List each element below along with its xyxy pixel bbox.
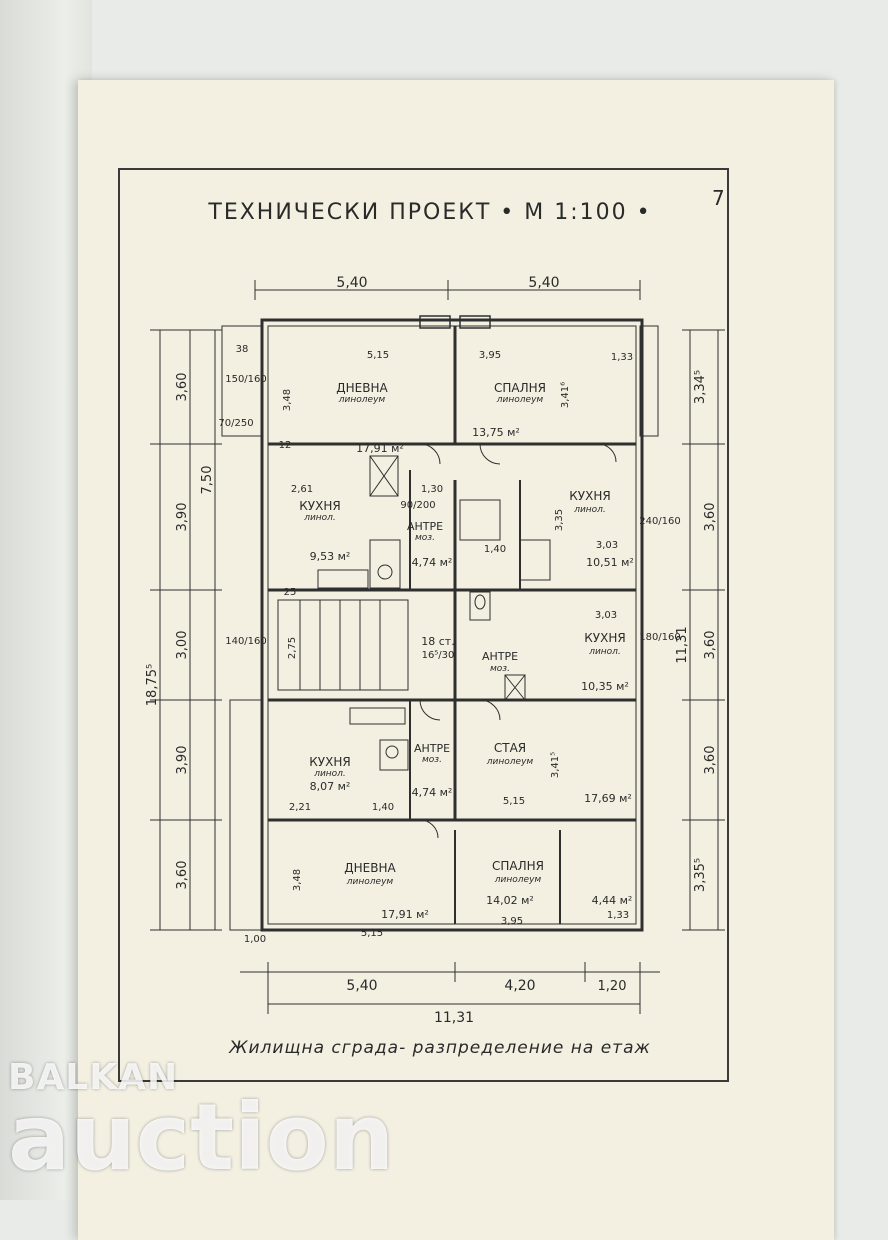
room-area: 9,53 м² — [310, 550, 351, 563]
room-area: 10,51 м² — [586, 556, 634, 569]
dim-right-c: 3,60 — [703, 631, 718, 660]
drawing-frame — [118, 168, 729, 1082]
room-floor: линол. — [573, 505, 606, 515]
room-area: 4,74 м² — [412, 786, 453, 799]
room-floor: моз. — [422, 755, 442, 765]
inner-dim: 1,33 — [607, 910, 629, 921]
room-area: 17,91 м² — [381, 908, 429, 921]
inner-dim: 25 — [284, 587, 297, 598]
room-area: 14,02 м² — [486, 894, 534, 907]
room-floor: моз. — [490, 664, 510, 674]
page-number: 7 — [712, 186, 725, 210]
dim-right-a: 3,34⁵ — [693, 370, 708, 404]
room-floor: линолеум — [486, 757, 534, 767]
watermark-logo: BALKAN auction — [8, 1058, 394, 1184]
dim-left-a: 3,60 — [175, 373, 190, 402]
inner-dim: 240/160 — [639, 516, 681, 527]
inner-dim: 3,03 — [596, 540, 618, 551]
inner-dim: 3,95 — [479, 350, 501, 361]
room-floor: линол. — [313, 769, 346, 779]
dim-top-right: 5,40 — [528, 275, 559, 291]
inner-dim: 90/200 — [400, 500, 435, 511]
dim-right-total: 11,31 — [675, 626, 690, 663]
room-name: КУХНЯ — [569, 489, 610, 503]
dim-bottom-3: 1,20 — [598, 979, 627, 994]
inner-dim: 5,15 — [367, 350, 389, 361]
inner-dim: 2,75 — [287, 637, 298, 659]
room-name: КУХНЯ — [299, 499, 340, 513]
floor-plan: 5,40 5,40 5,40 4,20 1,20 11,31 18,75⁵ 3,… — [145, 275, 725, 1026]
room-name: ДНЕВНА — [336, 381, 388, 395]
page-title: Технически проект • М 1:100 • — [208, 200, 652, 225]
inner-dim: 1,00 — [244, 934, 266, 945]
dim-left-e: 3,90 — [175, 746, 190, 775]
room-area: 17,91 м² — [356, 442, 404, 455]
inner-dim: 180/160 — [639, 632, 681, 643]
inner-dim: 3,41⁶ — [560, 382, 571, 408]
room-name: СПАЛНЯ — [492, 859, 544, 873]
dim-left-d: 3,00 — [175, 631, 190, 660]
inner-dim: 3,48 — [292, 869, 303, 891]
inner-dim: 1,33 — [611, 352, 633, 363]
dim-left-f: 3,60 — [175, 861, 190, 890]
inner-dim: 2,61 — [291, 484, 313, 495]
room-area: 8,07 м² — [310, 780, 351, 793]
inner-dim: 140/160 — [225, 636, 267, 647]
inner-dim: 12 — [279, 440, 292, 451]
inner-dim: 38 — [236, 344, 249, 355]
inner-dim: 3,35 — [554, 509, 565, 531]
inner-dim: 5,15 — [361, 928, 383, 939]
dim-left-b: 7,50 — [200, 466, 215, 495]
inner-dim: 3,03 — [595, 610, 617, 621]
dim-left-c: 3,90 — [175, 503, 190, 532]
stair-size: 16⁵/30 — [422, 650, 455, 661]
room-name: ДНЕВНА — [344, 861, 396, 875]
stair-label: 18 ст. — [421, 635, 454, 648]
room-name: КУХНЯ — [309, 755, 350, 769]
room-floor: линол. — [303, 513, 336, 523]
inner-dim: 1,40 — [372, 802, 394, 813]
inner-dim: 1,40 — [484, 544, 506, 555]
dim-right-d: 3,60 — [703, 746, 718, 775]
drawing-caption: Жилищна сграда- разпределение на етаж — [229, 1038, 651, 1058]
room-name: СТАЯ — [494, 741, 526, 755]
room-floor: линолеум — [494, 875, 542, 885]
inner-dim: 3,41⁵ — [550, 752, 561, 778]
watermark-top: BALKAN — [8, 1057, 179, 1098]
adjacent-page-edge — [0, 0, 92, 1200]
room-name: КУХНЯ — [584, 631, 625, 645]
room-name: АНТРЕ — [414, 742, 450, 755]
inner-dim: 150/160 — [225, 374, 267, 385]
dim-right-e: 3,35⁵ — [693, 858, 708, 892]
inner-dim: 1,30 — [421, 484, 443, 495]
dim-bottom-total: 11,31 — [434, 1010, 474, 1026]
room-floor: моз. — [415, 533, 435, 543]
dim-bottom-2: 4,20 — [504, 978, 535, 994]
inner-dim: 5,15 — [503, 796, 525, 807]
room-floor: линолеум — [346, 877, 394, 887]
room-area: 10,35 м² — [581, 680, 629, 693]
room-floor: линол. — [588, 647, 621, 657]
dim-left-total: 18,75⁵ — [145, 664, 160, 706]
inner-dim: 3,95 — [501, 916, 523, 927]
room-area: 17,69 м² — [584, 792, 632, 805]
room-name: СПАЛНЯ — [494, 381, 546, 395]
inner-dim: 70/250 — [218, 418, 253, 429]
room-name: АНТРЕ — [407, 520, 443, 533]
room-area: 4,44 м² — [592, 894, 633, 907]
room-area: 13,75 м² — [472, 426, 520, 439]
room-floor: линолеум — [496, 395, 544, 405]
room-floor: линолеум — [338, 395, 386, 405]
dim-bottom-1: 5,40 — [346, 978, 377, 994]
room-area: 4,74 м² — [412, 556, 453, 569]
watermark-bottom: auction — [8, 1084, 395, 1191]
dim-right-b: 3,60 — [703, 503, 718, 532]
inner-dim: 2,21 — [289, 802, 311, 813]
inner-dim: 3,48 — [282, 389, 293, 411]
dim-top-left: 5,40 — [336, 275, 367, 291]
room-name: АНТРЕ — [482, 650, 518, 663]
